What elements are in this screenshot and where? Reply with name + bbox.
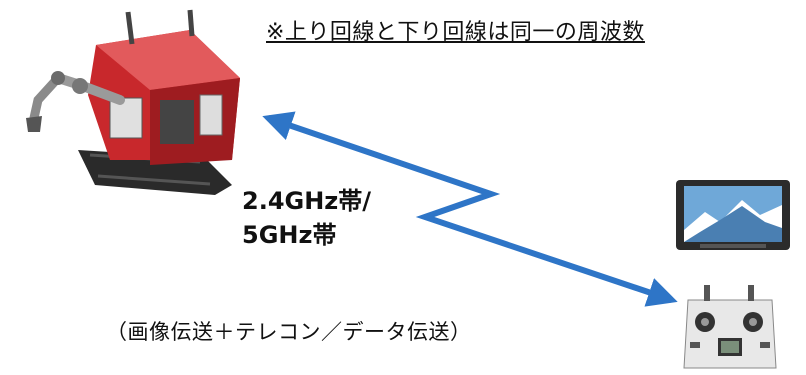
band-line-1: 2.4GHz帯/	[242, 187, 372, 215]
transmission-caption: （画像伝送＋テレコン／データ伝送）	[106, 320, 472, 344]
double-arrow-icon	[262, 111, 678, 307]
band-line-2: 5GHz帯	[242, 221, 337, 249]
tablet-icon	[676, 180, 790, 250]
robot-icon	[26, 9, 240, 195]
frequency-band-label: 2.4GHz帯/ 5GHz帯	[242, 184, 371, 252]
note-text: ※上り回線と下り回線は同一の周波数	[266, 20, 645, 45]
remote-controller-icon	[683, 285, 777, 369]
